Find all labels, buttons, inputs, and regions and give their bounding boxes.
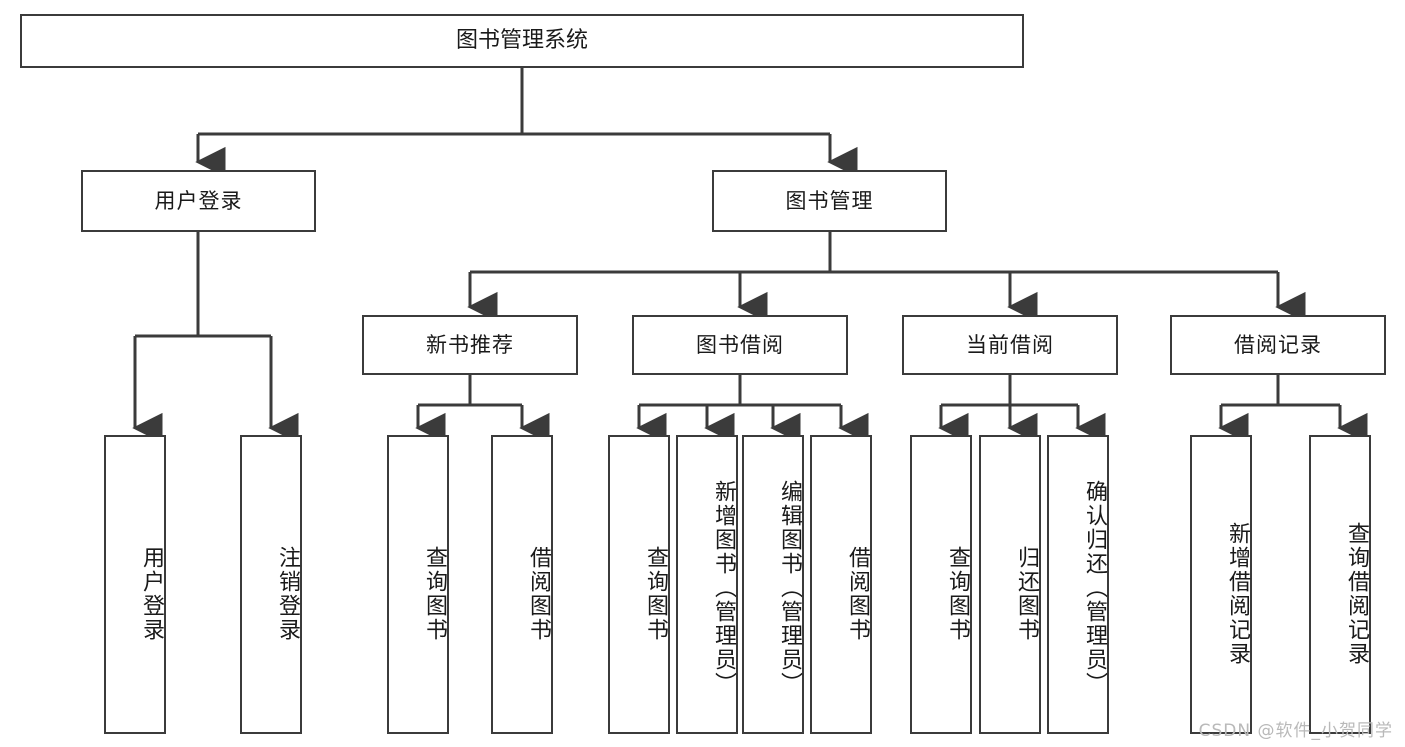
node-label: 图书管理 [785, 188, 874, 213]
leaf-query-book-new-book[interactable]: 查询图书 [387, 435, 449, 734]
node-new-book-recommend[interactable]: 新书推荐 [362, 315, 578, 375]
leaf-query-borrow-record[interactable]: 查询借阅记录 [1309, 435, 1371, 734]
node-label: 查询借阅记录 [1344, 521, 1369, 666]
leaf-edit-book-admin[interactable]: 编辑图书（管理员） [742, 435, 804, 734]
node-current-borrow[interactable]: 当前借阅 [902, 315, 1118, 375]
node-label: 用户登录 [154, 188, 243, 213]
leaf-return-book[interactable]: 归还图书 [979, 435, 1041, 734]
leaf-borrow-book[interactable]: 借阅图书 [810, 435, 872, 734]
node-label: 确认归还（管理员） [1082, 479, 1107, 696]
node-root-book-management-system[interactable]: 图书管理系统 [20, 14, 1024, 68]
node-label: 当前借阅 [966, 332, 1054, 357]
node-label: 新书推荐 [426, 332, 514, 357]
node-book-management[interactable]: 图书管理 [712, 170, 947, 232]
node-label: 图书管理系统 [455, 28, 588, 54]
leaf-add-book-admin[interactable]: 新增图书（管理员） [676, 435, 738, 734]
node-label: 新增图书（管理员） [711, 479, 736, 696]
node-label: 查询图书 [643, 545, 668, 642]
watermark-text: CSDN @软件_小贺同学 [1198, 721, 1393, 741]
node-borrow-record[interactable]: 借阅记录 [1170, 315, 1386, 375]
node-book-borrow[interactable]: 图书借阅 [632, 315, 848, 375]
leaf-logout-login[interactable]: 注销登录 [240, 435, 302, 734]
node-label: 查询图书 [422, 545, 447, 642]
node-label: 新增借阅记录 [1225, 521, 1250, 666]
leaf-confirm-return-admin[interactable]: 确认归还（管理员） [1047, 435, 1109, 734]
leaf-add-borrow-record[interactable]: 新增借阅记录 [1190, 435, 1252, 734]
node-user-login[interactable]: 用户登录 [81, 170, 316, 232]
node-label: 图书借阅 [696, 332, 784, 357]
node-label: 查询图书 [945, 545, 970, 642]
node-label: 用户登录 [139, 545, 164, 642]
leaf-borrow-book-new-book[interactable]: 借阅图书 [491, 435, 553, 734]
leaf-user-login[interactable]: 用户登录 [104, 435, 166, 734]
node-label: 借阅记录 [1234, 332, 1322, 357]
leaf-query-book-current[interactable]: 查询图书 [910, 435, 972, 734]
node-label: 借阅图书 [845, 545, 870, 642]
node-label: 借阅图书 [526, 545, 551, 642]
leaf-query-book-borrow[interactable]: 查询图书 [608, 435, 670, 734]
node-label: 编辑图书（管理员） [777, 479, 802, 696]
node-label: 归还图书 [1014, 545, 1039, 642]
node-label: 注销登录 [275, 545, 300, 642]
